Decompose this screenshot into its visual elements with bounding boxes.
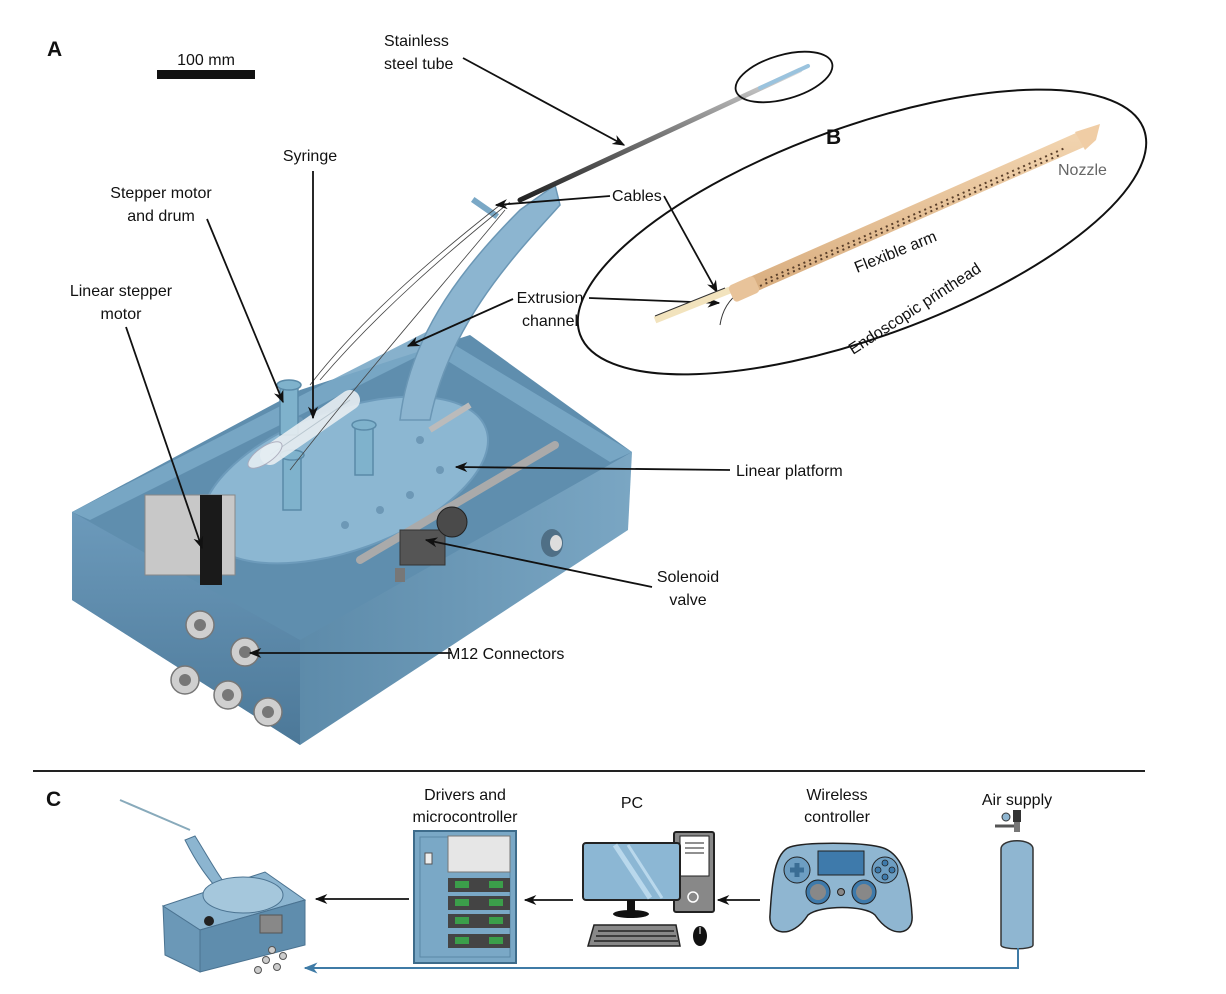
- air-cylinder-icon: [995, 810, 1034, 950]
- cables: [289, 201, 511, 471]
- scale-bar: 100 mm: [157, 52, 255, 79]
- flexible-arm: [732, 132, 1088, 298]
- svg-text:steel tube: steel tube: [384, 56, 453, 73]
- solenoid-valve: [395, 506, 468, 582]
- mini-printer-device-icon: [119, 799, 307, 974]
- tip-highlight-ellipse: [734, 50, 834, 104]
- device-box-side: [300, 452, 632, 745]
- label-cables: Cables: [494, 188, 718, 294]
- svg-text:channel: channel: [522, 313, 578, 330]
- panel-b-printhead: Nozzle Flexible arm Endoscopic printhead: [576, 88, 1148, 376]
- air-line-to-device: [303, 948, 1019, 974]
- svg-text:motor: motor: [101, 306, 143, 323]
- driver-boards: [448, 878, 510, 948]
- stainless-steel-tube: [517, 67, 803, 203]
- svg-text:M12 Connectors: M12 Connectors: [447, 646, 564, 663]
- label-linear-platform: Linear platform: [454, 462, 843, 480]
- label-endoscopic-printhead: Endoscopic printhead: [846, 260, 984, 358]
- svg-text:Linear platform: Linear platform: [736, 463, 843, 480]
- drivers-microcontroller-box-icon: [413, 830, 517, 964]
- printhead-ellipse: [576, 88, 1148, 376]
- leader-cables-b: [663, 195, 718, 294]
- syringe: [247, 390, 360, 469]
- label-solenoid-valve: Solenoid valve: [424, 537, 719, 609]
- leader-extrusion-a: [406, 298, 514, 347]
- label-air-supply: Air supply: [982, 792, 1052, 809]
- leader-stainless: [462, 57, 626, 146]
- label-syringe: Syringe: [283, 148, 337, 420]
- svg-text:Cables: Cables: [612, 188, 662, 205]
- svg-text:and drum: and drum: [127, 208, 195, 225]
- svg-text:Solenoid: Solenoid: [657, 569, 719, 586]
- leader-solenoid: [424, 537, 653, 588]
- printer-device-illustration: [72, 50, 834, 745]
- panel-label-c: C: [46, 788, 61, 811]
- label-stainless-steel-tube: Stainless steel tube: [384, 33, 626, 146]
- label-wireless-line1: Wireless: [806, 787, 867, 804]
- svg-text:Syringe: Syringe: [283, 148, 337, 165]
- svg-text:Stepper motor: Stepper motor: [110, 185, 212, 202]
- svg-text:Stainless: Stainless: [384, 33, 449, 50]
- scale-bar-label: 100 mm: [177, 52, 235, 69]
- pc-icon: [582, 831, 715, 947]
- leader-cables-a: [494, 195, 611, 210]
- m12-connectors: [170, 610, 283, 727]
- svg-text:valve: valve: [669, 592, 706, 609]
- svg-text:Linear stepper: Linear stepper: [70, 283, 173, 300]
- power-icon: [687, 891, 699, 903]
- svg-text:Extrusion: Extrusion: [517, 290, 584, 307]
- panel-label-a: A: [47, 38, 62, 61]
- nozzle: [1075, 124, 1100, 150]
- wireless-controller-icon: [769, 842, 913, 933]
- leader-linear-stepper: [125, 326, 204, 550]
- scale-bar-line: [157, 70, 255, 79]
- label-nozzle: Nozzle: [1058, 162, 1107, 179]
- label-stepper-motor-drum: Stepper motor and drum: [110, 185, 284, 404]
- leader-linear-platform: [454, 462, 731, 473]
- label-pc: PC: [621, 795, 643, 812]
- side-connector: [541, 529, 563, 557]
- label-drivers-line1: Drivers and: [424, 787, 506, 804]
- arm-support: [399, 183, 561, 421]
- label-linear-stepper-motor: Linear stepper motor: [70, 283, 204, 550]
- leader-stepper: [206, 218, 284, 404]
- label-m12-connectors: M12 Connectors: [248, 646, 564, 663]
- label-wireless-line2: controller: [804, 809, 870, 826]
- label-drivers-line2: microcontroller: [413, 809, 519, 826]
- mouse-icon: [693, 926, 707, 946]
